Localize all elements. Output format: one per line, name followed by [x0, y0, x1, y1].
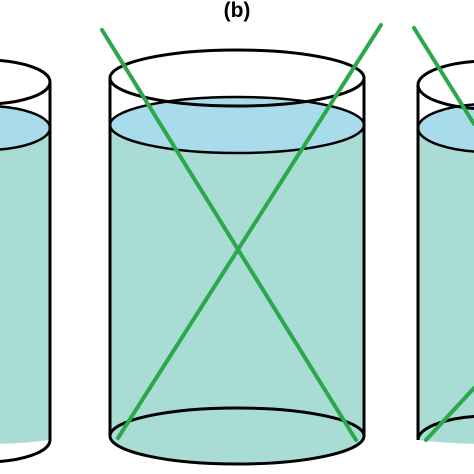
panel-label: (b)	[223, 0, 251, 22]
right-cylinder-base	[416, 415, 474, 441]
left-cylinder	[0, 59, 52, 463]
left-cylinder-base	[0, 439, 52, 463]
middle-cylinder-base	[108, 406, 366, 466]
left-cylinder-rim	[0, 59, 52, 105]
right-cylinder-water-body	[418, 128, 474, 444]
right-cylinder	[416, 60, 474, 444]
middle-cylinder-water-body	[110, 125, 364, 464]
middle-cylinder	[108, 48, 366, 466]
left-cylinder-water-body	[0, 128, 50, 444]
right-cylinder-rim	[416, 60, 474, 110]
right-ray	[412, 26, 474, 126]
right-ray-lower	[424, 386, 474, 442]
middle-ray-ascending	[116, 23, 383, 440]
rays	[100, 23, 474, 442]
middle-ray-descending	[100, 28, 358, 442]
